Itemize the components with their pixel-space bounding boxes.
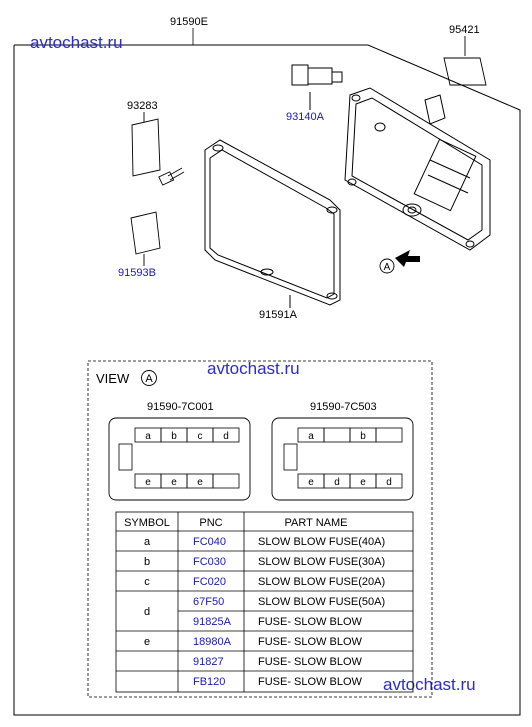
table-cell-pnc[interactable]: 67F50 [193, 596, 224, 608]
left-top-slot-4: d [223, 431, 229, 442]
fuse-box-housing [344, 87, 491, 251]
table-cell-part-name: FUSE- SLOW BLOW [258, 616, 363, 628]
label-sticker-right [443, 36, 487, 86]
right-block-top-slots [297, 427, 403, 443]
table-cell-pnc[interactable]: FC030 [193, 556, 226, 568]
table-cell-symbol: b [144, 556, 150, 568]
table-header-pnc: PNC [199, 517, 222, 529]
right-bottom-slot-3: e [360, 477, 366, 488]
left-block-top-slots [134, 427, 240, 443]
connector-plug [291, 64, 343, 110]
callout-main-assembly[interactable]: 91590E [170, 16, 208, 28]
right-top-slot-1: a [308, 431, 314, 442]
table-header-part-name: PART NAME [285, 517, 348, 529]
callout-connector[interactable]: 93140A [286, 111, 325, 123]
left-top-slot-1: a [145, 431, 151, 442]
callout-label-bottom[interactable]: 91593B [118, 267, 156, 279]
table-cell-part-name: SLOW BLOW FUSE(40A) [258, 536, 385, 548]
watermark-top: avtochast.ru [30, 33, 123, 52]
callout-label-right[interactable]: 95421 [449, 24, 480, 36]
svg-text:A: A [384, 262, 391, 273]
table-cell-pnc[interactable]: FC040 [193, 536, 226, 548]
table-cell-pnc[interactable]: 91825A [193, 616, 232, 628]
table-cell-symbol: a [144, 536, 151, 548]
left-block-bottom-slots [134, 473, 240, 489]
table-cell-part-name: SLOW BLOW FUSE(50A) [258, 596, 385, 608]
left-block-title: 91590-7C001 [147, 401, 214, 413]
table-cell-symbol: e [144, 636, 150, 648]
callout-cover[interactable]: 91591A [259, 309, 298, 321]
label-sticker-bottom [130, 211, 161, 266]
table-cell-pnc[interactable]: FB120 [193, 676, 225, 688]
right-bottom-slot-4: d [386, 477, 392, 488]
screw-icon [158, 167, 185, 186]
view-marker: A [145, 373, 153, 385]
watermark-middle: avtochast.ru [207, 359, 300, 378]
table-cell-pnc[interactable]: FC020 [193, 576, 226, 588]
assembly-boundary [13, 44, 521, 716]
right-block-title: 91590-7C503 [310, 401, 377, 413]
table-cell-part-name: FUSE- SLOW BLOW [258, 676, 363, 688]
table-cell-part-name: SLOW BLOW FUSE(30A) [258, 556, 385, 568]
table-cell-symbol: d [144, 606, 150, 618]
callout-label-left[interactable]: 93283 [127, 100, 158, 112]
left-top-slot-2: b [171, 431, 177, 442]
left-top-slot-3: c [198, 431, 203, 442]
table-cell-part-name: SLOW BLOW FUSE(20A) [258, 576, 385, 588]
view-detail-panel: VIEW A 91590-7C001 a b c d e e e 91590-7… [87, 360, 433, 698]
view-title: VIEW [96, 371, 130, 386]
table-cell-symbol: c [144, 576, 150, 588]
table-cell-pnc[interactable]: 18980A [193, 636, 232, 648]
parts-table: SYMBOL PNC PART NAME [115, 511, 414, 693]
table-cell-part-name: FUSE- SLOW BLOW [258, 656, 363, 668]
left-bottom-slot-1: e [145, 477, 151, 488]
table-cell-pnc[interactable]: 91827 [193, 656, 224, 668]
right-block-bottom-slots [297, 473, 403, 489]
watermark-bottom: avtochast.ru [383, 675, 476, 694]
view-a-arrow-icon: A [379, 250, 420, 274]
table-cell-part-name: FUSE- SLOW BLOW [258, 636, 363, 648]
right-top-slot-3: b [360, 431, 366, 442]
left-bottom-slot-3: e [197, 477, 203, 488]
right-bottom-slot-1: e [308, 477, 314, 488]
left-bottom-slot-2: e [171, 477, 177, 488]
table-header-symbol: SYMBOL [124, 517, 170, 529]
label-sticker-left [131, 112, 161, 177]
fuse-box-cover [204, 139, 341, 308]
right-bottom-slot-2: d [334, 477, 340, 488]
